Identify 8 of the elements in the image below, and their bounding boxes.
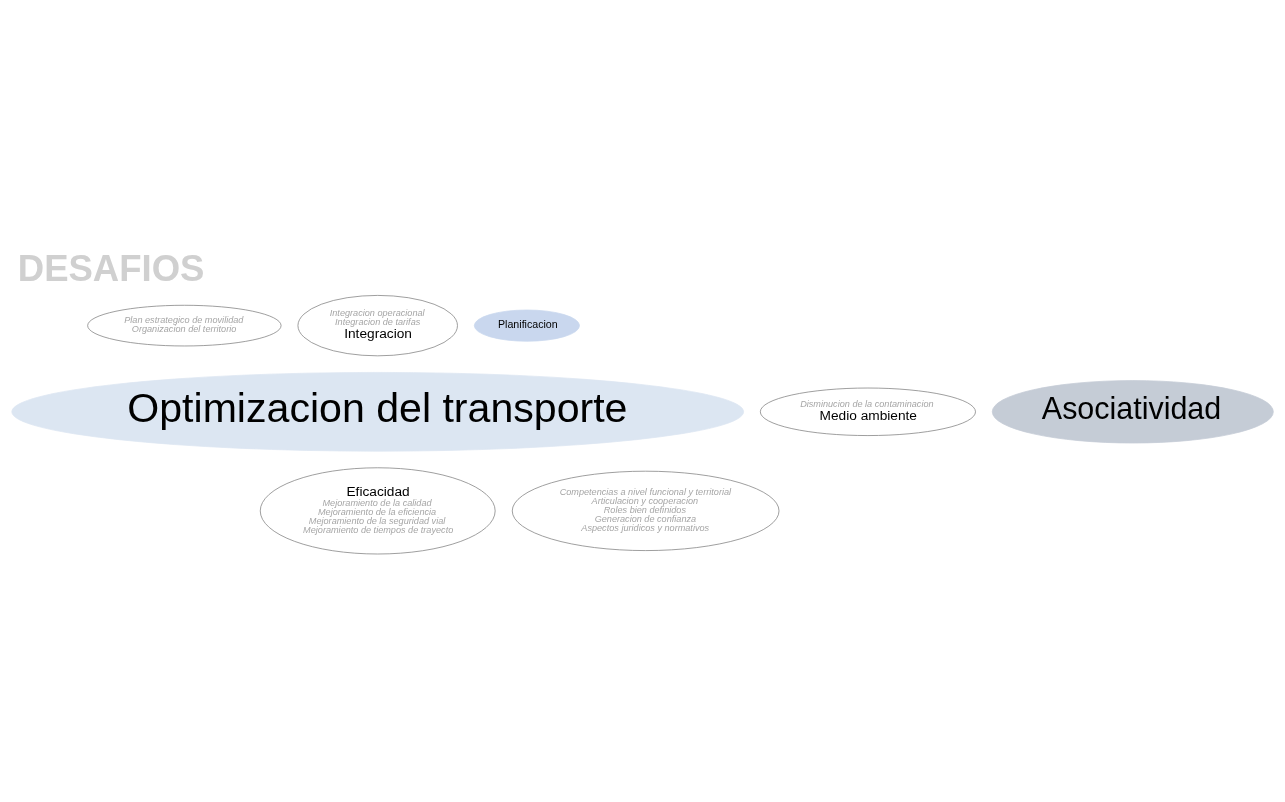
node-ellipse: Integracion operacional Integracion de tarifas Integracion (297, 294, 458, 356)
node-ellipse: Eficacidad Mejoramiento de la calidad Mejoramiento de la eficiencia Mejoramiento de la seguridad vial Mejoramiento de tiempos de trayecto (259, 466, 496, 554)
node-ellipse: Optimizacion del transporte (11, 371, 744, 452)
node-ellipse: Plan estrategico de movilidad Organizacion del territorio (87, 304, 282, 346)
node-ellipse: Competencias a nivel funcional y territorial Articulacion y cooperacion Roles bien definidos Generacion de confianza Aspectos juridicos y normativos (511, 470, 780, 551)
node-ellipse: Planificacion (473, 309, 580, 342)
node-ellipse: Disminucion de la contaminacion Medio ambiente (759, 387, 976, 436)
node-ellipse: Asociatividad (991, 379, 1274, 443)
